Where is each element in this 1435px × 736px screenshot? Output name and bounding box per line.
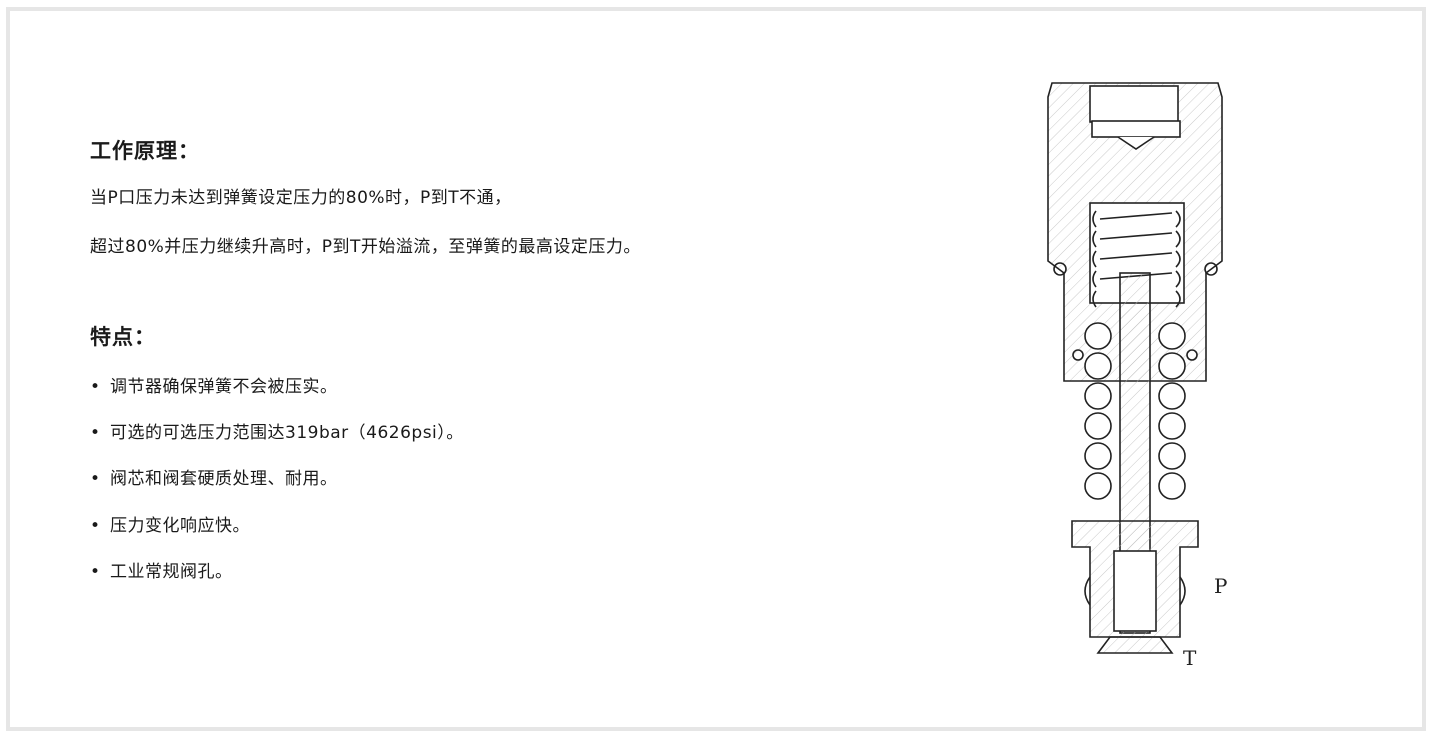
- bullet-icon: •: [90, 423, 101, 443]
- principle-line-1: 当P口压力未达到弹簧设定压力的80%时，P到T不通，: [90, 188, 512, 208]
- feature-item: • 调节器确保弹簧不会被压实。: [90, 372, 338, 397]
- principle-line-2: 超过80%并压力继续升高时，P到T开始溢流，至弹簧的最高设定压力。: [90, 237, 641, 257]
- bullet-icon: •: [90, 516, 101, 536]
- valve-cross-section-diagram: P T: [1030, 81, 1230, 671]
- bullet-icon: •: [90, 562, 101, 582]
- port-p-label: P: [1214, 574, 1227, 598]
- content-panel: 工作原理： 当P口压力未达到弹簧设定压力的80%时，P到T不通， 超过80%并压…: [6, 7, 1426, 731]
- feature-text: 阀芯和阀套硬质处理、耐用。: [110, 469, 338, 489]
- feature-text: 压力变化响应快。: [110, 516, 250, 536]
- feature-item: • 可选的可选压力范围达319bar（4626psi）。: [90, 418, 464, 443]
- feature-text: 调节器确保弹簧不会被压实。: [110, 377, 338, 397]
- feature-item: • 压力变化响应快。: [90, 511, 250, 536]
- feature-item: • 阀芯和阀套硬质处理、耐用。: [90, 464, 338, 489]
- features-title: 特点：: [90, 325, 156, 349]
- principle-title: 工作原理：: [90, 139, 200, 163]
- feature-item: • 工业常规阀孔。: [90, 557, 233, 582]
- feature-text: 可选的可选压力范围达319bar（4626psi）。: [110, 423, 464, 443]
- feature-text: 工业常规阀孔。: [110, 562, 233, 582]
- bullet-icon: •: [90, 377, 101, 397]
- bullet-icon: •: [90, 469, 101, 489]
- port-t-label: T: [1183, 646, 1197, 670]
